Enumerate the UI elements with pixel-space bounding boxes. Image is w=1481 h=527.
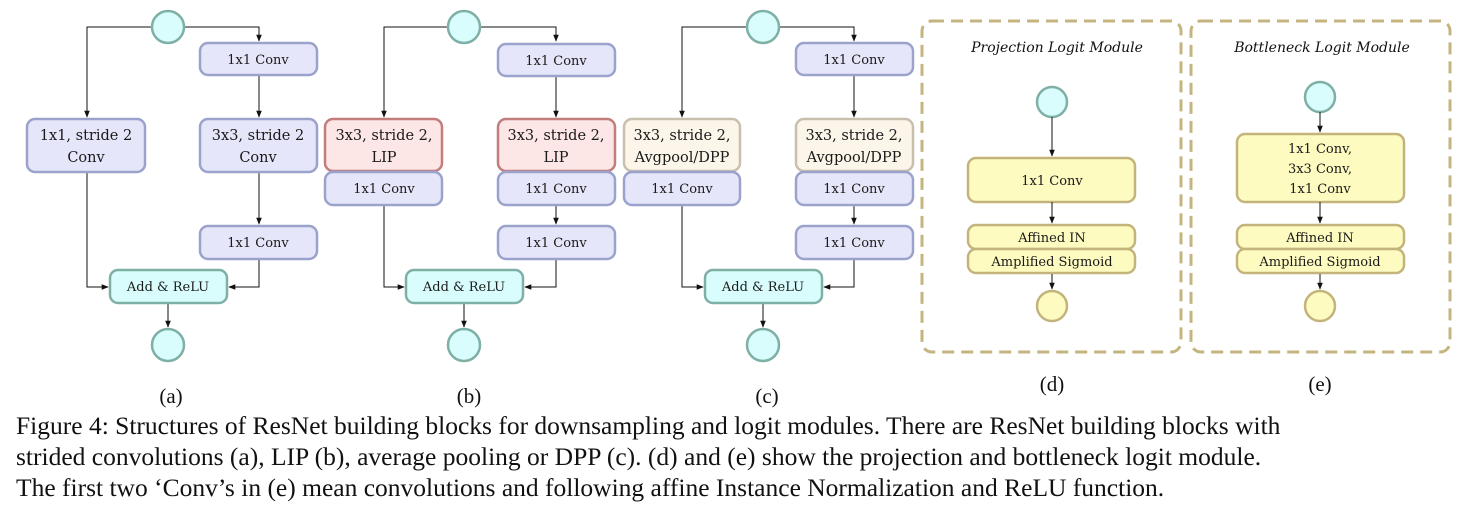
box-label: 3x3, stride 2, [508,128,605,144]
box-label: 3x3, stride 2, [634,128,731,144]
box-label: 1x1 Conv [823,53,885,68]
conv-1x1-bottom: 1x1 Conv [198,224,319,261]
box-label: 3x3, stride 2 [212,128,304,144]
output-node [446,327,482,363]
input-node [446,9,482,45]
shortcut-avgpool-dpp: 3x3, stride 2, Avgpool/DPP [622,117,742,173]
module-title: Projection Logit Module [970,40,1143,56]
output-node [150,327,186,363]
subfigure-label: (c) [755,384,778,408]
box-label: 3x3, stride 2, [336,128,433,144]
module-frame [1189,19,1452,354]
main-avgpool-dpp: 3x3, stride 2, Avgpool/DPP [794,117,915,173]
connector [228,260,260,290]
panel-b: 3x3, stride 2, LIP 1x1 Conv 1x1 Conv 3x3… [323,9,617,408]
add-relu: Add & ReLU [108,268,229,305]
box-label: Conv [239,150,277,166]
conv-1x1-top: 1x1 Conv [496,42,617,78]
add-relu: Add & ReLU [703,268,824,305]
box-label: 1x1 Conv [823,236,885,251]
box-label: Amplified Sigmoid [1258,255,1380,270]
caption-line: Figure 4: Structures of ResNet building … [16,411,1281,440]
connector [184,26,262,42]
box-label: 1x1 Conv [227,53,289,68]
output-node [745,327,781,363]
main-lip: 3x3, stride 2, LIP [496,117,617,173]
amplified-sigmoid-block: Amplified Sigmoid [1235,247,1406,275]
connector [383,206,405,290]
amplified-sigmoid-block: Amplified Sigmoid [966,247,1137,275]
box-label: LIP [543,150,568,166]
affined-in-block: Affined IN [966,223,1137,251]
box-label: 1x1 Conv [525,236,587,251]
shortcut-conv-1x1: 1x1 Conv [622,170,742,207]
shortcut-strided-conv: 1x1, stride 2 Conv [25,117,147,174]
caption-line: The first two ‘Conv’s in (e) mean convol… [16,473,1165,502]
box-label: Affined IN [1285,231,1354,246]
box-label: Add & ReLU [721,280,804,295]
connector [84,26,152,118]
panel-e: Bottleneck Logit Module 1x1 Conv, 3x3 Co… [1189,19,1452,396]
connector [480,26,559,42]
bottleneck-block: 1x1 Conv, 3x3 Conv, 1x1 Conv [1235,132,1406,204]
connector [381,26,448,118]
shortcut-lip: 3x3, stride 2, LIP [323,117,444,173]
add-relu: Add & ReLU [404,268,525,305]
input-node [1303,80,1337,114]
box-label: 1x1 Conv [651,182,713,197]
conv-1x1-bottom: 1x1 Conv [794,224,915,261]
box-label: 1x1 Conv [227,236,289,251]
box-label: Add & ReLU [422,280,505,295]
main-conv-1x1-mid: 1x1 Conv [496,170,617,207]
subfigure-label: (a) [159,384,182,408]
panel-d: Projection Logit Module 1x1 Conv Affined… [920,19,1183,396]
connector [823,260,855,290]
box-label: 1x1 Conv [525,182,587,197]
input-node [1035,85,1069,119]
output-node [1035,289,1069,323]
affined-in-block: Affined IN [1235,223,1406,251]
output-node [1303,289,1337,323]
subfigure-label: (d) [1040,372,1065,396]
box-label: 1x1, stride 2 [40,128,132,144]
box-label: Affined IN [1017,231,1086,246]
connector [86,173,109,290]
box-label: Add & ReLU [126,280,209,295]
box-label: 1x1 Conv [1021,174,1083,189]
main-strided-conv: 3x3, stride 2 Conv [198,117,319,174]
box-label: 3x3 Conv, [1288,162,1352,177]
module-title: Bottleneck Logit Module [1233,40,1410,56]
caption-line: strided convolutions (a), LIP (b), avera… [16,442,1262,471]
panel-c: 3x3, stride 2, Avgpool/DPP 1x1 Conv 1x1 … [622,9,915,408]
conv-1x1-top: 1x1 Conv [794,41,915,77]
main-conv-1x1-mid: 1x1 Conv [794,170,915,207]
conv-1x1-bottom: 1x1 Conv [496,224,617,261]
input-node [745,9,781,45]
box-label: 1x1 Conv [1289,182,1351,197]
input-node [150,9,186,45]
box-label: Conv [67,150,105,166]
subfigure-label: (b) [457,384,482,408]
connector [679,26,747,118]
connector [779,26,857,42]
connector [681,206,704,290]
box-label: 1x1 Conv [823,182,885,197]
conv-1x1-top: 1x1 Conv [198,41,319,77]
box-label: 1x1 Conv [353,182,415,197]
figure-caption: Figure 4: Structures of ResNet building … [16,410,1476,503]
box-label: 3x3, stride 2, [806,128,903,144]
box-label: Amplified Sigmoid [990,255,1112,270]
subfigure-label: (e) [1308,372,1331,396]
box-label: 1x1 Conv [525,54,587,69]
box-label: 1x1 Conv, [1288,142,1352,157]
conv-1x1-block: 1x1 Conv [966,156,1137,204]
figure-diagram: 1x1, stride 2 Conv 1x1 Conv 3x3, stride … [25,9,1452,408]
box-label: Avgpool/DPP [634,150,730,166]
panel-a: 1x1, stride 2 Conv 1x1 Conv 3x3, stride … [25,9,319,408]
box-label: Avgpool/DPP [806,150,902,166]
connector [524,260,557,290]
box-label: LIP [371,150,396,166]
shortcut-conv-1x1: 1x1 Conv [323,170,444,207]
module-frame [920,19,1183,354]
